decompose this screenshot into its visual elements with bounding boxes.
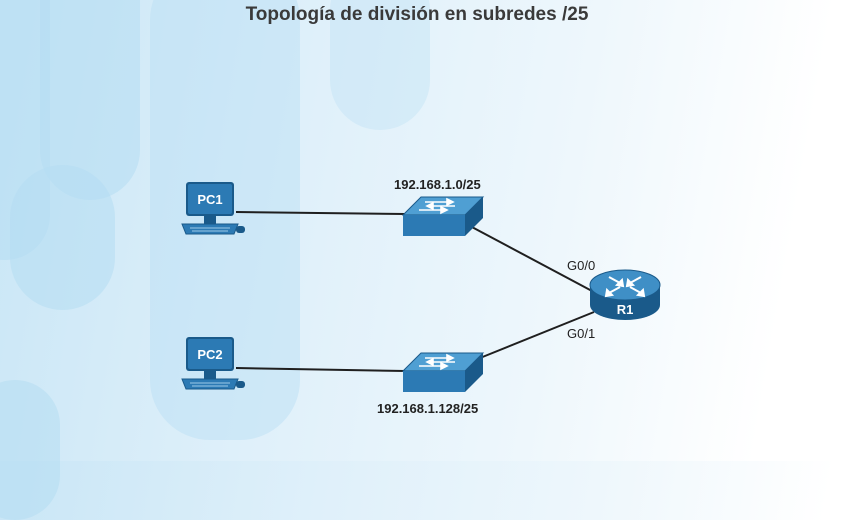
network-label-bottom: 192.168.1.128/25 xyxy=(377,401,479,416)
pc2-icon[interactable]: PC2 xyxy=(181,337,245,390)
router-r1-icon[interactable]: R1 xyxy=(589,269,661,320)
router-r1-label: R1 xyxy=(617,302,634,317)
link-pc1-switch1 xyxy=(235,211,406,215)
link-pc2-switch2 xyxy=(235,367,406,372)
switch2-icon[interactable] xyxy=(401,352,485,392)
background-shape xyxy=(10,165,115,310)
background-shape xyxy=(330,0,430,130)
pc1-label: PC1 xyxy=(197,192,222,207)
pc1-icon[interactable]: PC1 xyxy=(181,182,245,235)
topology-diagram: PC1 PC2 xyxy=(181,182,661,392)
page-title: Topología de división en subredes /25 xyxy=(245,4,589,25)
link-switch2-r1 xyxy=(479,311,595,359)
port-label-g00: G0/0 xyxy=(567,258,596,273)
network-label-top: 192.168.1.0/25 xyxy=(394,177,481,192)
port-label-g01: G0/1 xyxy=(567,326,596,341)
link-switch1-r1 xyxy=(469,225,593,292)
network-links xyxy=(235,211,595,372)
switch1-icon[interactable] xyxy=(401,196,485,236)
pc2-label: PC2 xyxy=(197,347,222,362)
